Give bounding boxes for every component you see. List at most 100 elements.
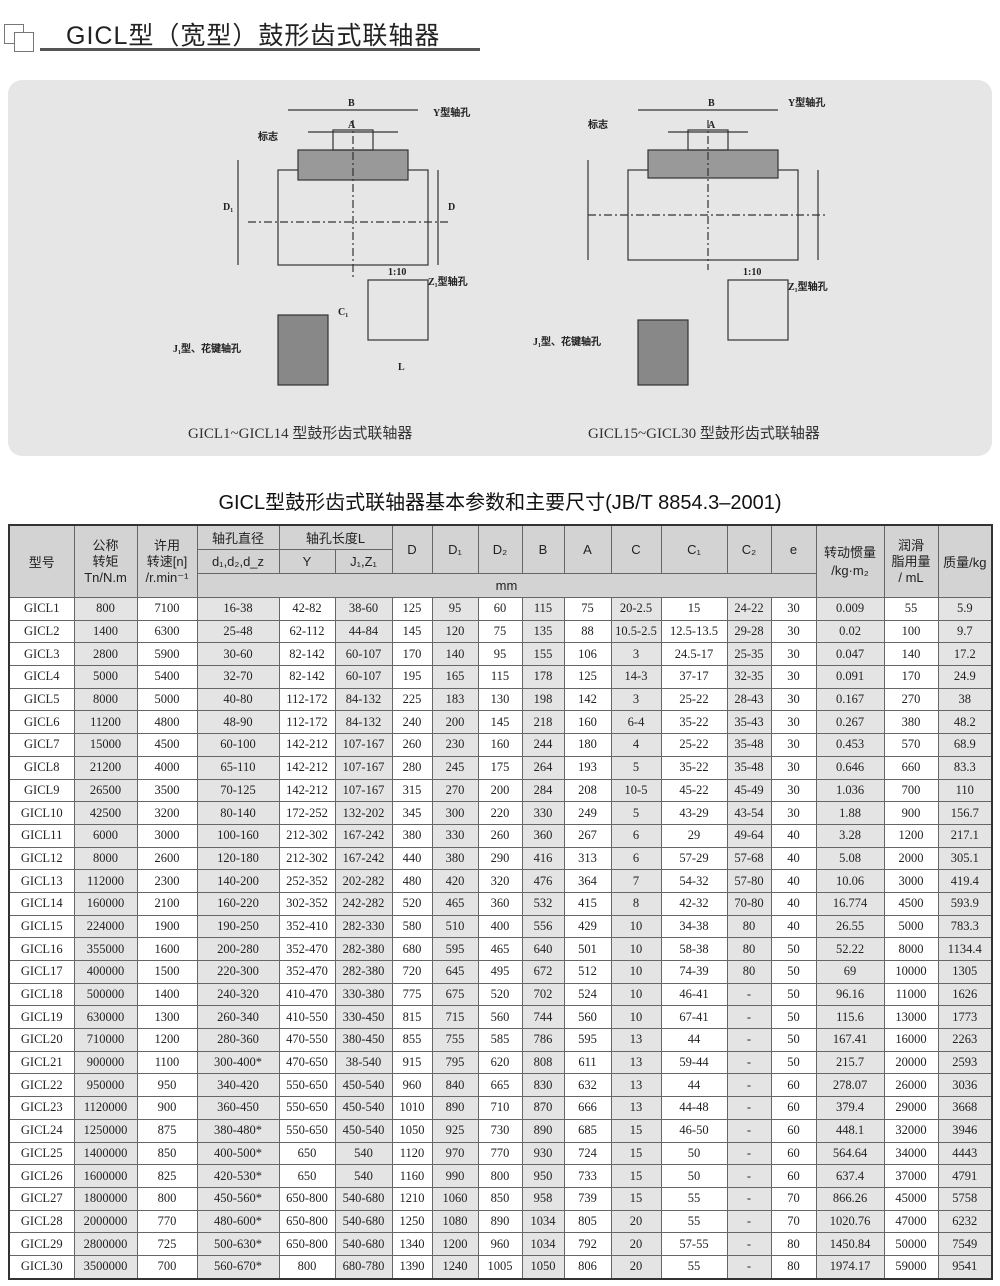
cell-D1: 1240 bbox=[431, 1254, 479, 1280]
cell-mass: 1134.4 bbox=[937, 937, 993, 961]
cell-C: 20 bbox=[610, 1209, 662, 1234]
label-D1: D₁ bbox=[223, 202, 233, 213]
cell-A: 429 bbox=[563, 914, 612, 939]
cell-bore-diameter: 560-670* bbox=[196, 1254, 280, 1280]
cell-inertia: 5.08 bbox=[815, 846, 885, 871]
cell-C2: 35-43 bbox=[726, 710, 772, 735]
cell-torque: 900000 bbox=[73, 1050, 138, 1075]
cell-torque: 2800 bbox=[73, 642, 138, 667]
cell-torque: 400000 bbox=[73, 960, 138, 984]
cell-grease: 34000 bbox=[883, 1141, 939, 1166]
cell-bore-length-y: 212-302 bbox=[278, 846, 336, 871]
cell-C: 13 bbox=[610, 1073, 662, 1098]
cell-torque: 112000 bbox=[73, 869, 138, 893]
cell-D1: 1200 bbox=[431, 1232, 479, 1256]
cell-bore-length-j1z1: 282-330 bbox=[334, 914, 393, 939]
header-Y: Y bbox=[278, 549, 336, 574]
cell-speed: 1600 bbox=[136, 937, 198, 961]
cell-torque: 355000 bbox=[73, 937, 138, 961]
cell-A: 106 bbox=[563, 642, 612, 667]
cell-C2: 32-35 bbox=[726, 665, 772, 689]
cell-e: 80 bbox=[770, 1254, 817, 1280]
cell-C: 14-3 bbox=[610, 665, 662, 689]
cell-e: 30 bbox=[770, 665, 817, 689]
cell-C1: 50 bbox=[660, 1164, 728, 1188]
cell-C1: 46-50 bbox=[660, 1118, 728, 1143]
cell-speed: 1900 bbox=[136, 914, 198, 939]
cell-D: 1390 bbox=[391, 1254, 433, 1280]
cell-torque: 42500 bbox=[73, 801, 138, 825]
cell-C2: 80 bbox=[726, 914, 772, 939]
cell-torque: 3500000 bbox=[73, 1254, 138, 1280]
cell-bore-length-j1z1: 380-450 bbox=[334, 1028, 393, 1052]
cell-D1: 120 bbox=[431, 619, 479, 644]
cell-D1: 183 bbox=[431, 687, 479, 712]
header-grease: 润滑 脂用量 / mL bbox=[883, 524, 939, 598]
cell-grease: 45000 bbox=[883, 1186, 939, 1211]
title-square-icon bbox=[14, 32, 34, 52]
cell-model: GICL28 bbox=[8, 1209, 75, 1234]
cell-bore-diameter: 300-400* bbox=[196, 1050, 280, 1075]
cell-B: 476 bbox=[521, 869, 565, 893]
cell-C: 15 bbox=[610, 1164, 662, 1188]
cell-torque: 1250000 bbox=[73, 1118, 138, 1143]
label-mark-right: 标志 bbox=[587, 118, 608, 131]
cell-D2: 585 bbox=[477, 1028, 523, 1052]
cell-D: 1210 bbox=[391, 1186, 433, 1211]
cell-inertia: 69 bbox=[815, 960, 885, 984]
cell-model: GICL4 bbox=[8, 665, 75, 689]
cell-D: 380 bbox=[391, 823, 433, 848]
cell-grease: 47000 bbox=[883, 1209, 939, 1234]
cell-bore-diameter: 220-300 bbox=[196, 960, 280, 984]
cell-grease: 29000 bbox=[883, 1096, 939, 1120]
cell-speed: 4500 bbox=[136, 733, 198, 757]
cell-grease: 13000 bbox=[883, 1005, 939, 1030]
cell-C: 10 bbox=[610, 982, 662, 1007]
cell-e: 70 bbox=[770, 1186, 817, 1211]
cell-e: 30 bbox=[770, 778, 817, 803]
cell-torque: 5000 bbox=[73, 665, 138, 689]
cell-C2: 25-35 bbox=[726, 642, 772, 667]
cell-mass: 24.9 bbox=[937, 665, 993, 689]
title-underline bbox=[40, 48, 480, 51]
cell-inertia: 215.7 bbox=[815, 1050, 885, 1075]
cell-bore-diameter: 380-480* bbox=[196, 1118, 280, 1143]
cell-C: 10-5 bbox=[610, 778, 662, 803]
cell-e: 30 bbox=[770, 733, 817, 757]
cell-C: 5 bbox=[610, 755, 662, 780]
cell-e: 50 bbox=[770, 937, 817, 961]
cell-bore-length-y: 172-252 bbox=[278, 801, 336, 825]
cell-inertia: 1020.76 bbox=[815, 1209, 885, 1234]
cell-bore-diameter: 480-600* bbox=[196, 1209, 280, 1234]
cell-inertia: 26.55 bbox=[815, 914, 885, 939]
cell-e: 30 bbox=[770, 755, 817, 780]
cell-model: GICL24 bbox=[8, 1118, 75, 1143]
cell-inertia: 637.4 bbox=[815, 1164, 885, 1188]
cell-torque: 8000 bbox=[73, 846, 138, 871]
cell-mass: 83.3 bbox=[937, 755, 993, 780]
cell-mass: 5.9 bbox=[937, 597, 993, 621]
cell-bore-length-j1z1: 84-132 bbox=[334, 710, 393, 735]
cell-D: 280 bbox=[391, 755, 433, 780]
cell-grease: 4500 bbox=[883, 891, 939, 916]
cell-grease: 1200 bbox=[883, 823, 939, 848]
cell-grease: 660 bbox=[883, 755, 939, 780]
cell-D1: 715 bbox=[431, 1005, 479, 1030]
cell-bore-length-y: 800 bbox=[278, 1254, 336, 1280]
cell-C2: - bbox=[726, 1164, 772, 1188]
cell-speed: 3000 bbox=[136, 823, 198, 848]
cell-e: 50 bbox=[770, 1005, 817, 1030]
cell-inertia: 448.1 bbox=[815, 1118, 885, 1143]
cell-model: GICL21 bbox=[8, 1050, 75, 1075]
cell-bore-diameter: 140-200 bbox=[196, 869, 280, 893]
header-mass: 质量/kg bbox=[937, 524, 993, 598]
cell-speed: 7100 bbox=[136, 597, 198, 621]
cell-A: 160 bbox=[563, 710, 612, 735]
header-C2: C₂ bbox=[726, 524, 772, 574]
